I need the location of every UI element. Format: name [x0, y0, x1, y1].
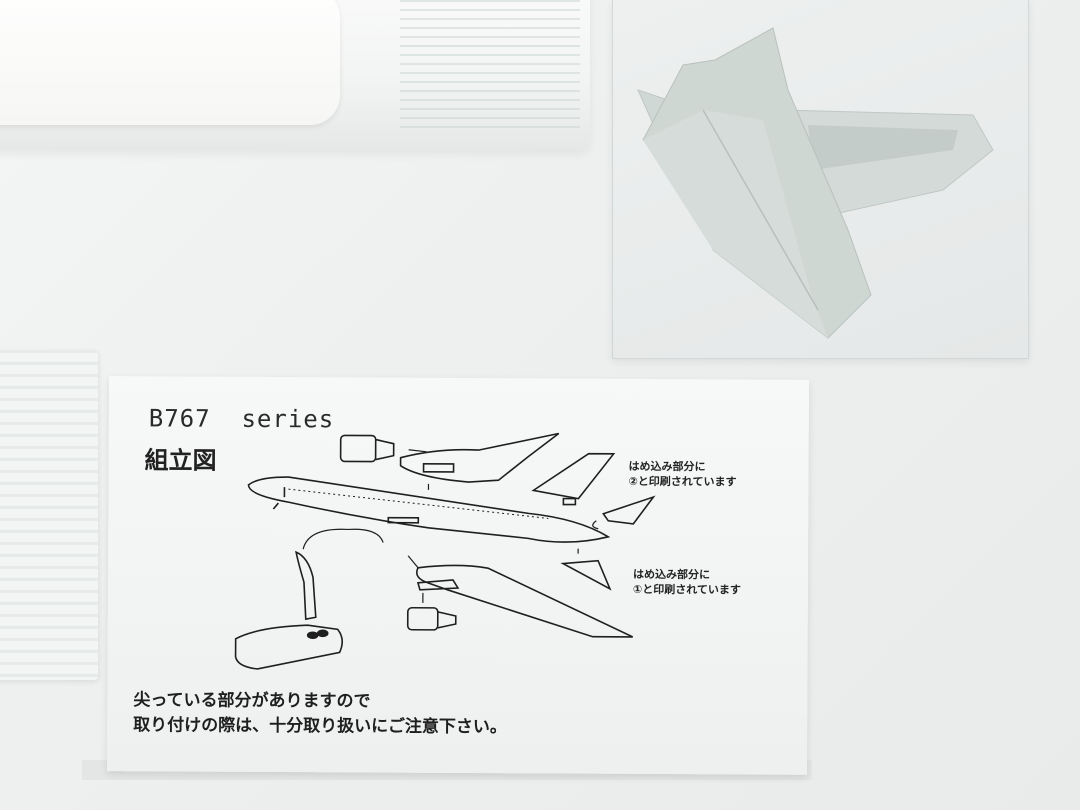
warning-text: 尖っている部分がありますので 取り付けの際は、十分取り扱いにご注意下さい。 [133, 690, 507, 738]
note-part-1: はめ込み部分に ①と印刷されています [632, 567, 741, 597]
instruction-card: B767 series 組立図 [106, 376, 810, 775]
engine-icon-top [339, 434, 395, 463]
plastic-bag-left [0, 350, 98, 680]
plastic-bag-fuselage [0, 0, 590, 150]
note-part-2: はめ込み部分に ②と印刷されています [628, 459, 737, 489]
bag-zipper [400, 0, 580, 130]
engine-icon-bottom [406, 606, 457, 631]
tail-parts-image [637, 27, 994, 339]
plastic-bag-tail-parts [612, 0, 1029, 359]
fuselage-part [0, 0, 340, 125]
assembly-diagram [234, 432, 656, 670]
